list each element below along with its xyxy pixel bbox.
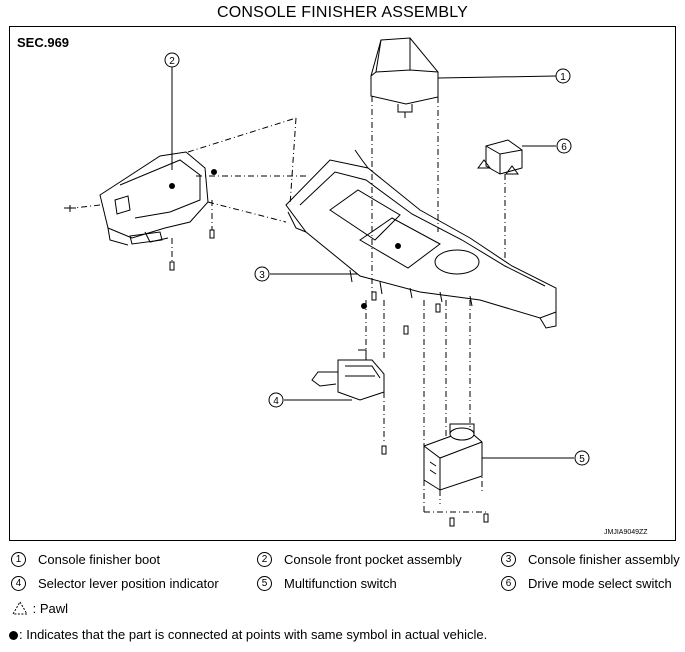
legend-number: 1 (11, 552, 26, 567)
diagram-frame (9, 26, 676, 541)
legend-item-6: 6 Drive mode select switch (501, 576, 672, 591)
drive-mode-switch-part (477, 139, 523, 175)
callout-2: 2 (164, 52, 180, 68)
callout-1: 1 (555, 68, 571, 84)
callout-3: 3 (254, 266, 270, 282)
svg-text:4: 4 (273, 396, 279, 407)
legend-item-4: 4 Selector lever position indicator (11, 576, 219, 591)
console-finisher-assembly-part (285, 149, 557, 329)
screw-fasteners (64, 205, 489, 527)
legend-number: 2 (257, 552, 272, 567)
legend-label: Multifunction switch (284, 576, 397, 591)
pawl-triangle-icon (12, 601, 28, 615)
pawl-note: : Pawl (11, 600, 68, 616)
dot-note: : Indicates that the part is connected a… (9, 627, 487, 642)
dot-note-text: : Indicates that the part is connected a… (19, 627, 488, 642)
legend-number: 6 (501, 576, 516, 591)
legend-item-2: 2 Console front pocket assembly (257, 552, 462, 567)
legend-number: 3 (501, 552, 516, 567)
legend-label: Drive mode select switch (528, 576, 672, 591)
section-label: SEC.969 (17, 35, 70, 50)
page-title: CONSOLE FINISHER ASSEMBLY (217, 4, 468, 21)
selector-lever-indicator-part (311, 349, 385, 401)
legend-number: 4 (11, 576, 26, 591)
legend-label: Console finisher boot (38, 552, 161, 567)
svg-text:6: 6 (561, 142, 567, 153)
svg-text:1: 1 (560, 72, 566, 83)
legend-label: Console finisher assembly (528, 552, 680, 567)
callout-4: 4 (268, 392, 284, 408)
dot-icon (9, 631, 18, 640)
image-id: JMJIA9049ZZ (604, 529, 648, 536)
callout-5: 5 (574, 450, 590, 466)
legend-item-1: 1 Console finisher boot (11, 552, 160, 567)
legend-item-5: 5 Multifunction switch (257, 576, 397, 591)
console-front-pocket-part (99, 151, 209, 246)
console-finisher-boot-part (370, 37, 439, 118)
legend-item-3: 3 Console finisher assembly (501, 552, 680, 567)
multifunction-switch-part (423, 423, 483, 491)
legend-label: Console front pocket assembly (284, 552, 462, 567)
pawl-note-text: : Pawl (32, 601, 69, 616)
legend-label: Selector lever position indicator (38, 576, 219, 591)
legend-number: 5 (257, 576, 272, 591)
callout-6: 6 (556, 138, 572, 154)
svg-text:3: 3 (259, 270, 265, 281)
svg-text:5: 5 (579, 454, 585, 465)
svg-text:2: 2 (169, 56, 175, 67)
